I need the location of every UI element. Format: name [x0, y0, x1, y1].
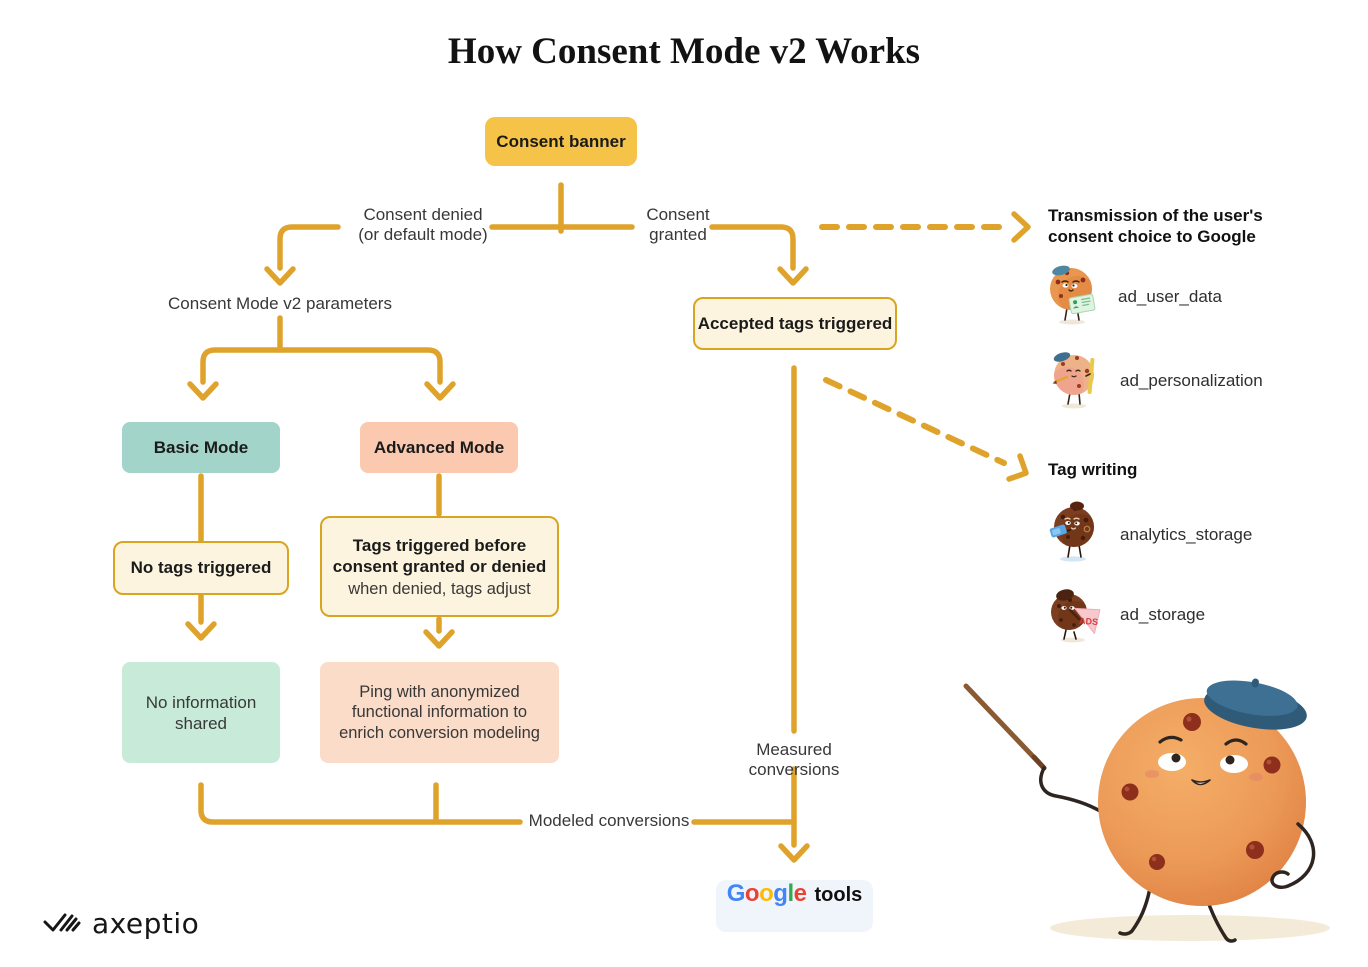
cookie-pencil-ruler-icon: [1046, 346, 1104, 415]
brand-name: axeptio: [92, 907, 200, 940]
consent-banner-node: Consent banner: [485, 117, 637, 166]
no-tags-node: No tags triggered: [113, 541, 289, 595]
ad-user-data-row: ad_user_data: [1044, 262, 1222, 331]
accepted-tags-node: Accepted tags triggered: [693, 297, 897, 350]
brand-logo: axeptio: [42, 906, 199, 941]
google-letter: G: [726, 880, 746, 907]
cookie-mascot-icon: [938, 650, 1346, 960]
accepted-tags-label: Accepted tags triggered: [697, 313, 893, 333]
google-tools-node: Google tools: [716, 880, 873, 932]
no-tags-label: No tags triggered: [130, 558, 272, 577]
ad-storage-row: ADS ad_storage: [1046, 580, 1205, 649]
cookie-phone-icon: [1046, 500, 1104, 569]
analytics-storage-label: analytics_storage: [1120, 524, 1253, 544]
google-letter: o: [759, 880, 774, 907]
google-tools-suffix: tools: [814, 884, 863, 906]
tag-writing-title: Tag writing: [1048, 460, 1138, 479]
modeled-conversions-label: Modeled conversions: [528, 811, 690, 830]
ad-storage-label: ad_storage: [1120, 604, 1206, 624]
google-logo: Google: [727, 880, 807, 908]
axeptio-check-icon: [42, 906, 82, 941]
ping-node: Ping with anonymized functional informat…: [320, 662, 559, 763]
tags-before-subtext: when denied, tags adjust: [348, 579, 531, 598]
cookie-ads-sign-icon: ADS: [1046, 580, 1104, 649]
page-title: How Consent Mode v2 Works: [447, 31, 921, 72]
ad-user-data-label: ad_user_data: [1118, 286, 1222, 306]
transmission-title: Transmission of the user's consent choic…: [1048, 206, 1263, 246]
advanced-mode-label: Advanced Mode: [373, 437, 505, 457]
basic-mode-label: Basic Mode: [153, 437, 249, 457]
advanced-mode-node: Advanced Mode: [360, 422, 518, 473]
consent-mode-params-label: Consent Mode v2 parameters: [168, 294, 392, 313]
consent-denied-label: Consent denied (or default mode): [358, 205, 488, 244]
google-letter: e: [793, 880, 807, 907]
measured-conversions-label: Measured conversions: [748, 740, 840, 779]
consent-banner-label: Consent banner: [496, 131, 626, 151]
ad-personalization-label: ad_personalization: [1120, 370, 1263, 390]
analytics-storage-row: analytics_storage: [1046, 500, 1252, 569]
consent-granted-label: Consent granted: [646, 205, 710, 244]
google-letter: g: [773, 880, 788, 907]
tags-before-node: Tags triggered before consent granted or…: [320, 516, 559, 617]
google-letter: o: [744, 880, 760, 907]
google-letter: l: [787, 880, 794, 907]
cookie-id-card-icon: [1044, 262, 1102, 331]
no-info-node: No information shared: [122, 662, 280, 763]
ads-sign-text: ADS: [1079, 616, 1099, 627]
ad-personalization-row: ad_personalization: [1046, 346, 1263, 415]
basic-mode-node: Basic Mode: [122, 422, 280, 473]
